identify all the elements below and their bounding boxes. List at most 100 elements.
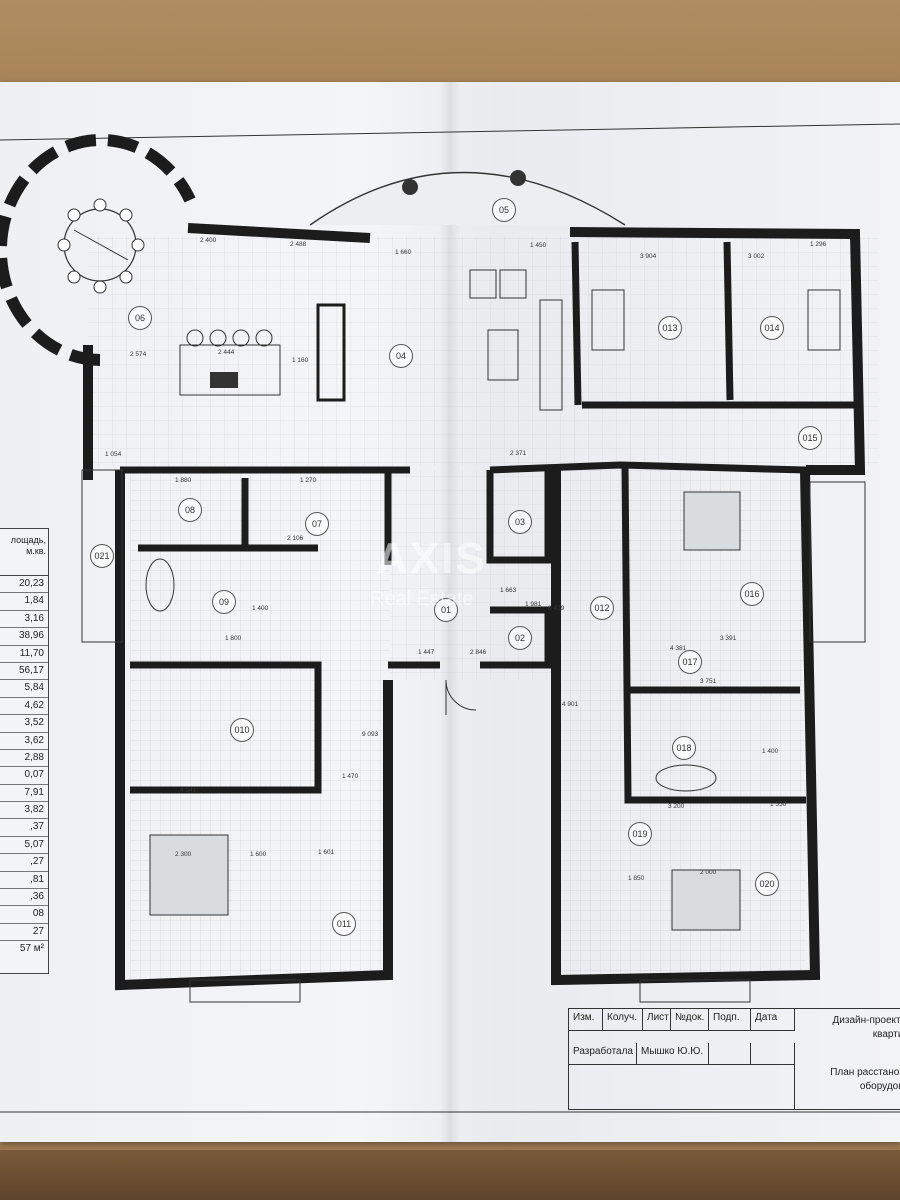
dimension-label: 2 846: [470, 649, 487, 656]
cooktop: [210, 372, 238, 388]
sofa-014: [807, 289, 841, 351]
entry-door: [445, 679, 477, 711]
tb-sign: [709, 1043, 751, 1065]
dimension-label: 1 981: [525, 601, 542, 608]
area-header-line2: м.кв.: [26, 546, 46, 556]
bar-stool-2: [209, 329, 227, 347]
bathtub-09: [145, 558, 175, 612]
dimension-label: 1 550: [770, 801, 787, 808]
watermark-logo: AXIS: [376, 534, 487, 583]
room-label-012: 012: [590, 596, 614, 620]
area-total: 57 м²: [19, 943, 44, 955]
dimension-label: 2 400: [200, 237, 217, 244]
dimension-label: 1 400: [762, 748, 779, 755]
dimension-label: 1 601: [318, 849, 335, 856]
area-table-header: лощадь, м.кв.: [0, 529, 48, 576]
tb-data: Дата: [751, 1009, 795, 1031]
area-header-line1: лощадь,: [10, 535, 46, 545]
area-value: 3,62: [0, 733, 48, 750]
room-label-06: 06: [128, 306, 152, 330]
area-value: ,36: [0, 889, 48, 907]
coffee-table: [487, 329, 519, 381]
dimension-label: 1 660: [395, 249, 412, 256]
balcony-bottom-right: [639, 979, 751, 1003]
area-value: 3,82: [0, 802, 48, 820]
wood-table-bottom: [0, 1150, 900, 1200]
room-label-09: 09: [212, 590, 236, 614]
area-value: ,81: [0, 872, 48, 890]
room-label-03: 03: [508, 510, 532, 534]
dimension-label: 1 663: [500, 587, 517, 594]
dimension-label: 9 093: [362, 731, 379, 738]
dimension-label: 1 270: [300, 477, 317, 484]
room-label-01: 01: [434, 598, 458, 622]
dimension-label: 1 880: [175, 477, 192, 484]
area-value: 4,62: [0, 698, 48, 716]
room-label-08: 08: [178, 498, 202, 522]
dimension-label: 4 541: [180, 787, 197, 794]
area-value: 1,84: [0, 593, 48, 611]
bed-016: [683, 491, 741, 551]
tb-author: Мышко Ю.Ю.: [637, 1043, 709, 1065]
dimension-label: 1 800: [225, 635, 242, 642]
bar-stool-1: [186, 329, 204, 347]
armchair-2: [499, 269, 527, 299]
balcony-021: [81, 469, 123, 643]
room-label-017: 017: [678, 650, 702, 674]
dimension-label: 2 000: [700, 869, 717, 876]
dimension-label: 2 371: [510, 450, 527, 457]
tb-list: Лист: [643, 1009, 671, 1031]
tb-koluch: Колуч.: [603, 1009, 643, 1031]
dimension-label: 3 002: [748, 253, 765, 260]
dimension-label: 8 429: [548, 605, 565, 612]
room-label-02: 02: [508, 626, 532, 650]
bay-plant-right: [510, 170, 526, 186]
tb-project-2: квартир: [872, 1029, 900, 1040]
room-label-04: 04: [389, 344, 413, 368]
balcony-bottom-left: [189, 979, 301, 1003]
dimension-label: 3 904: [640, 253, 657, 260]
round-bay-06: [0, 134, 196, 366]
balcony-right: [809, 481, 866, 643]
room-label-013: 013: [658, 316, 682, 340]
dimension-label: 3 200: [668, 803, 685, 810]
bed-011: [149, 834, 229, 916]
area-value: 3,52: [0, 715, 48, 733]
tb-izm: Изм.: [569, 1009, 603, 1031]
frame-top-line: [0, 123, 900, 141]
tb-role: Разработала: [569, 1043, 637, 1065]
area-value: 2,88: [0, 750, 48, 768]
bookshelf: [316, 303, 346, 402]
tb-podp: Подп.: [709, 1009, 751, 1031]
room-label-015: 015: [798, 426, 822, 450]
area-value: 20,23: [0, 576, 48, 594]
bar-stool-3: [232, 329, 250, 347]
sofa: [539, 299, 563, 411]
bay-plant-left: [402, 179, 418, 195]
room-label-016: 016: [740, 582, 764, 606]
tb-empty: [569, 1065, 795, 1109]
dimension-label: 2 106: [287, 535, 304, 542]
area-value: 0,07: [0, 767, 48, 785]
sofa-013: [591, 289, 625, 351]
tb-ndok: №док.: [671, 1009, 709, 1031]
room-label-07: 07: [305, 512, 329, 536]
watermark-subtitle: Real Estate: [370, 588, 474, 610]
room-label-010: 010: [230, 718, 254, 742]
area-value: ,37: [0, 819, 48, 837]
interior-walls: [120, 241, 860, 804]
dimension-label: 1 600: [250, 851, 267, 858]
room-label-021: 021: [90, 544, 114, 568]
kitchen-island: [179, 344, 281, 396]
dimension-label: 3 751: [700, 678, 717, 685]
bay-window-05: [309, 171, 626, 226]
area-value: 08: [0, 906, 48, 924]
bar-stool-4: [255, 329, 273, 347]
dimension-label: 1 447: [418, 649, 435, 656]
dimension-label: 3 391: [720, 635, 737, 642]
area-value: 56,17: [0, 663, 48, 681]
room-label-014: 014: [760, 316, 784, 340]
